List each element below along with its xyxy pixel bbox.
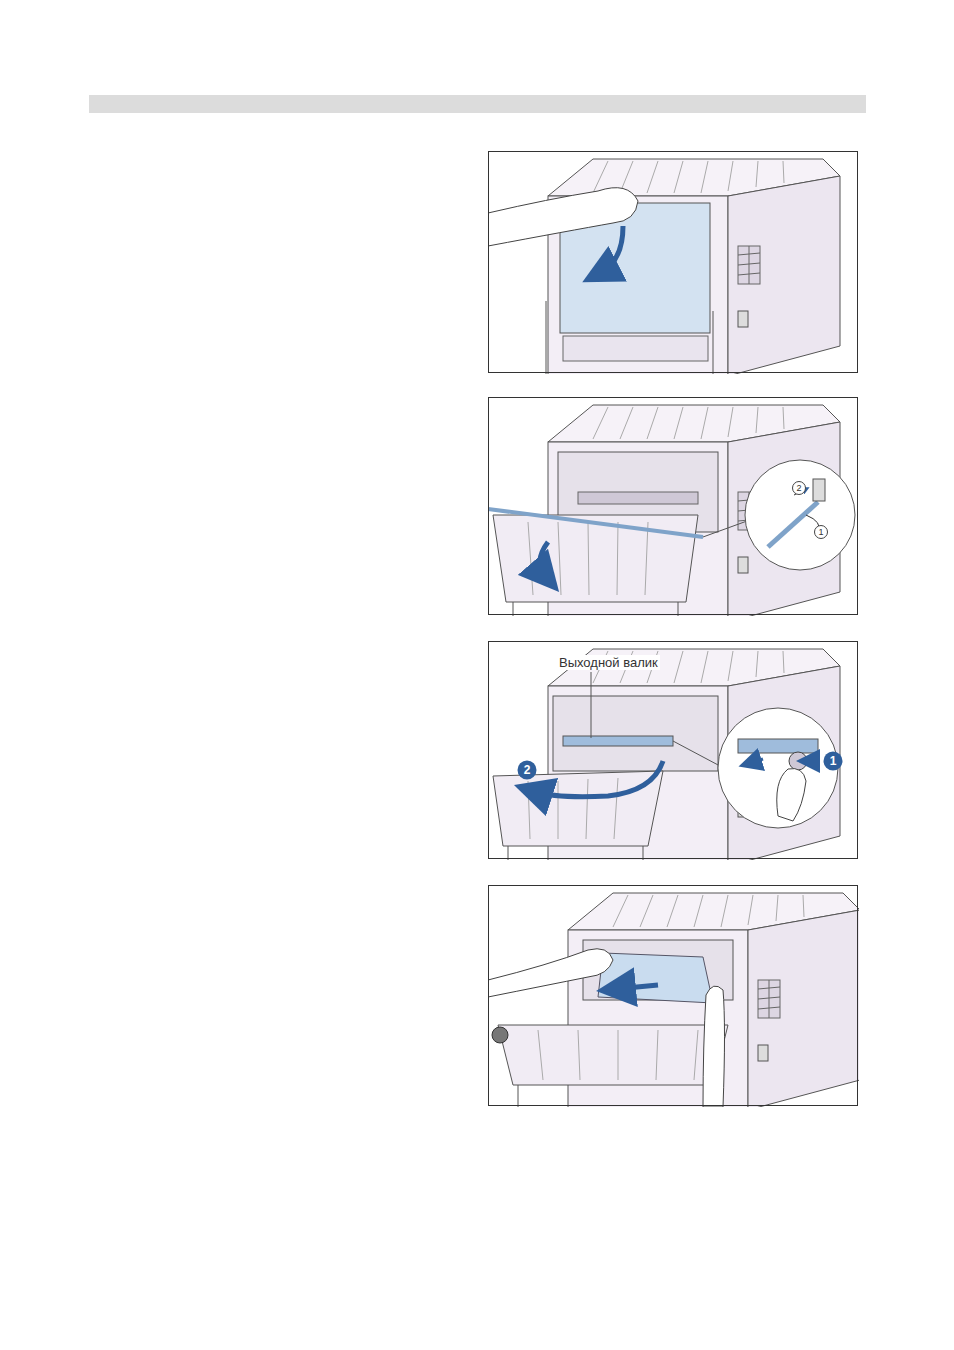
open-tray	[498, 1025, 728, 1085]
step-3-panel	[808, 760, 818, 763]
support-bar	[488, 509, 703, 537]
step-1-panel	[488, 152, 858, 377]
step-2-panel	[558, 522, 561, 595]
step-3-panel	[614, 778, 618, 839]
hand	[488, 949, 613, 997]
step-4-panel	[578, 1030, 580, 1080]
step-3-panel	[586, 779, 588, 839]
callout-number: 1	[824, 752, 843, 771]
panel-frame	[489, 398, 858, 615]
remove-arrow	[533, 761, 663, 797]
step-2-panel	[813, 479, 825, 501]
detail-inset	[745, 460, 855, 570]
step-4-panel	[538, 1030, 543, 1080]
roller	[578, 492, 698, 504]
roller-end	[492, 1027, 508, 1043]
rear-slot	[563, 336, 708, 361]
table-leg	[713, 311, 714, 374]
down-arrow	[540, 542, 548, 577]
callout-number: 2	[792, 481, 806, 495]
header-bar	[89, 95, 866, 113]
part-name: Выходной валик	[557, 655, 660, 670]
step-4-panel	[618, 1030, 619, 1080]
step-3-panel	[508, 846, 509, 860]
hand	[488, 188, 638, 246]
step-4-panel	[656, 1030, 658, 1080]
step-3-panel	[489, 642, 858, 867]
table-leg	[546, 301, 547, 374]
step-3-panel	[643, 846, 644, 860]
step-2-panel	[528, 522, 533, 595]
open-tray	[493, 515, 698, 602]
step-2-panel	[588, 522, 589, 595]
step-2-panel	[617, 522, 618, 595]
step-3-panel	[558, 781, 559, 839]
callout-number: 2	[518, 761, 537, 780]
detail-inset	[718, 708, 838, 828]
output-roller	[563, 736, 673, 746]
step-2-panel	[678, 602, 679, 616]
step-3-panel	[750, 759, 763, 763]
printer-opening	[553, 696, 718, 771]
jammed-paper	[598, 953, 713, 1003]
step-2-panel	[513, 602, 514, 616]
open-tray	[493, 771, 663, 846]
pull-arrow	[616, 985, 658, 989]
callout-number: 1	[814, 525, 828, 539]
roller-detail	[738, 739, 818, 753]
step-4-panel	[694, 1030, 698, 1080]
inset-leader	[673, 741, 720, 766]
panel-frame	[489, 642, 858, 859]
panel-frame	[489, 886, 858, 1106]
step-3-panel	[789, 752, 807, 770]
step-3-panel	[528, 781, 530, 839]
leader-line	[591, 672, 592, 738]
step-4-panel	[488, 886, 860, 1111]
panel-frame	[489, 152, 858, 373]
hand	[703, 986, 725, 1107]
hand	[777, 769, 806, 822]
step-2-panel	[645, 522, 648, 595]
open-arrow	[600, 226, 623, 273]
step-4-panel	[518, 1085, 519, 1107]
support-bar-detail	[768, 502, 818, 547]
step-2-panel	[488, 398, 858, 623]
